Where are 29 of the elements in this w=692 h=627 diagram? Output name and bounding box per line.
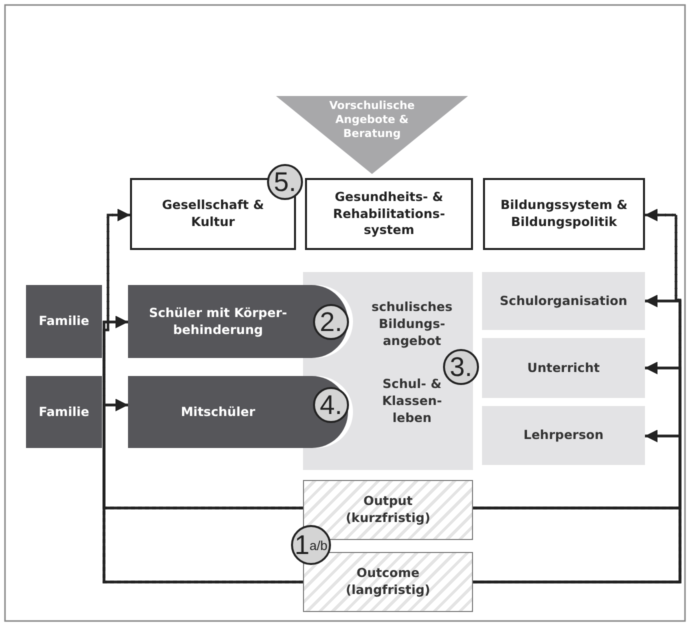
connector-arrow [102,208,303,584]
category-box [482,338,645,398]
box-label: Unterricht [527,360,600,376]
family-box [26,285,102,358]
box-label: Schulorganisation [500,292,628,310]
category-box [482,272,645,330]
category-box [482,406,645,465]
box-label: Schul- & Klassen- leben [381,376,443,427]
box-label: Gesellschaft & Kultur [160,197,266,231]
box-label: schulisches Bildungs- angebot [370,299,454,350]
box-label: Vorschulische Angebote & Beratung [328,99,416,140]
box-label: Bildungssystem & Bildungspolitik [500,197,628,231]
pill-shape [128,376,348,448]
box-label: Gesundheits- & Rehabilitations- system [332,188,446,240]
hatched-box [303,552,473,612]
family-box [26,376,102,448]
box-label: Familie [38,404,90,420]
box-label: Schüler mit Körper- behinderung [148,304,288,338]
box-label: Mitschüler [180,404,256,420]
connector-arrow [473,208,682,584]
box-label: Familie [38,313,90,330]
box-label: Outcome (langfristig) [344,565,432,599]
category-box [483,178,645,250]
box-label: Output (kurzfristig) [344,493,432,527]
triangle-shape [276,96,468,174]
pill-shape [128,285,348,358]
callout-number: 5. [267,164,303,200]
category-box [305,178,473,250]
box-label: Lehrperson [523,427,604,444]
